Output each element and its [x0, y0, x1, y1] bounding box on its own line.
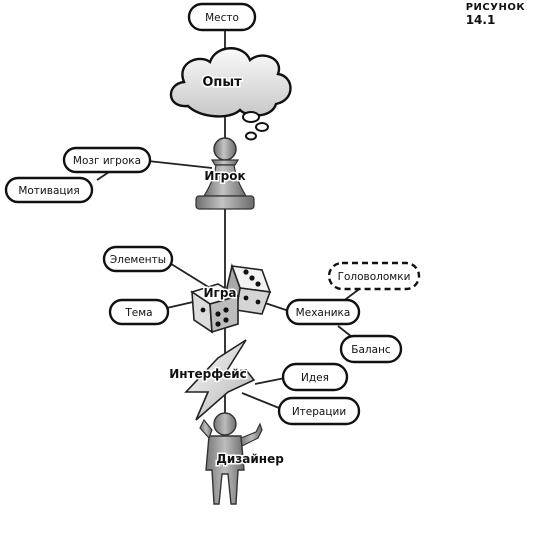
- figure-number: 14.1: [465, 13, 496, 27]
- node-place-label: Место: [205, 12, 239, 24]
- node-theme: Тема: [108, 298, 170, 326]
- player-pawn: Игрок: [195, 137, 255, 210]
- link-iterations: [241, 392, 285, 411]
- node-puzzles-label: Головоломки: [338, 271, 411, 283]
- link-elements: [167, 261, 211, 289]
- node-mechanics: Механика: [285, 298, 361, 326]
- interface-bolt: Интерфейс: [168, 339, 256, 421]
- link-idea: [254, 377, 286, 385]
- link-player-brain: [147, 160, 213, 169]
- node-player-brain-label: Мозг игрока: [73, 155, 141, 167]
- figure-label: РИСУНОК 14.1: [466, 2, 525, 27]
- hub-player: Игрок: [204, 169, 245, 183]
- designer-figure: Дизайнер: [199, 412, 286, 505]
- node-idea-label: Идея: [301, 372, 329, 384]
- node-iterations-label: Итерации: [292, 406, 346, 418]
- game-dice: Игра: [190, 263, 272, 334]
- node-place: Место: [187, 2, 257, 32]
- node-puzzles: Головоломки: [327, 261, 421, 291]
- node-motivation-label: Мотивация: [18, 185, 79, 197]
- node-motivation: Мотивация: [4, 176, 94, 204]
- node-balance-label: Баланс: [351, 344, 391, 356]
- node-elements-label: Элементы: [110, 254, 166, 266]
- node-player-brain: Мозг игрока: [62, 146, 152, 174]
- figure-word: РИСУНОК: [465, 2, 525, 13]
- node-theme-label: Тема: [124, 307, 152, 319]
- node-balance: Баланс: [339, 334, 403, 364]
- node-idea: Идея: [281, 362, 349, 392]
- hub-designer: Дизайнер: [216, 452, 284, 466]
- node-iterations: Итерации: [277, 396, 361, 426]
- experience-cloud: Опыт: [169, 47, 292, 141]
- hub-interface: Интерфейс: [169, 367, 247, 381]
- hub-experience: Опыт: [202, 75, 242, 90]
- link-balance: [337, 325, 353, 338]
- hub-game: Игра: [204, 286, 237, 300]
- node-elements: Элементы: [102, 245, 174, 273]
- node-mechanics-label: Механика: [296, 307, 351, 319]
